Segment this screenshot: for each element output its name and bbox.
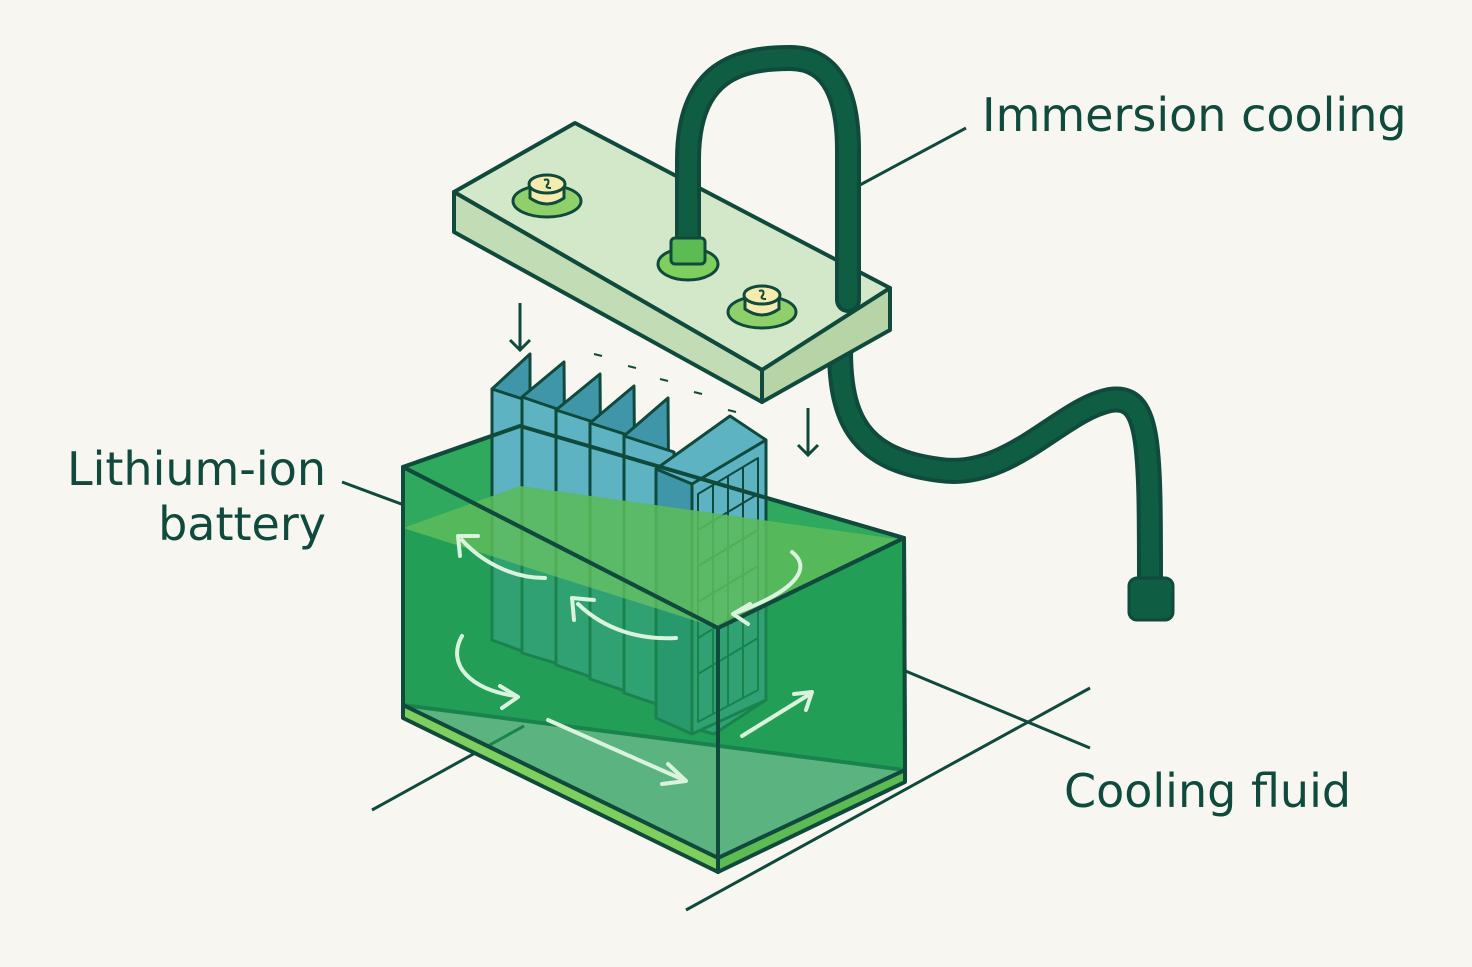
flow-arrow-icon (546, 718, 688, 786)
cell-vents (593, 353, 737, 413)
label-battery-line1: Lithium-ion (66, 442, 326, 496)
flow-arrows (455, 534, 814, 786)
battery-terminals (511, 173, 798, 330)
down-arrow-left (508, 303, 532, 353)
cooling-fluid (403, 486, 905, 858)
battery-terminal-icon (726, 284, 798, 330)
label-lithium-ion-battery: Lithium-ion battery (67, 442, 326, 552)
battery-terminal-icon (511, 173, 583, 219)
flow-arrow-icon (570, 596, 678, 641)
hose-end-cap (1127, 576, 1175, 622)
flow-arrow-icon (740, 690, 814, 738)
label-immersion-cooling: Immersion cooling (982, 88, 1407, 142)
label-cooling-fluid: Cooling fluid (1064, 764, 1352, 818)
label-battery-line2: battery (158, 497, 326, 552)
leader-immersion (857, 126, 967, 188)
leader-battery (341, 480, 405, 507)
tank-outline (401, 424, 907, 874)
assembly-arrows (508, 303, 820, 458)
floor-line-back (685, 686, 1091, 912)
hose-upper (656, 44, 861, 313)
flow-arrow-icon (731, 550, 803, 626)
flow-arrow-icon (456, 534, 547, 580)
hose-icon (827, 337, 1175, 622)
down-arrow-right (796, 408, 820, 458)
flow-arrow-icon (455, 634, 520, 710)
hose-collar (669, 236, 707, 266)
